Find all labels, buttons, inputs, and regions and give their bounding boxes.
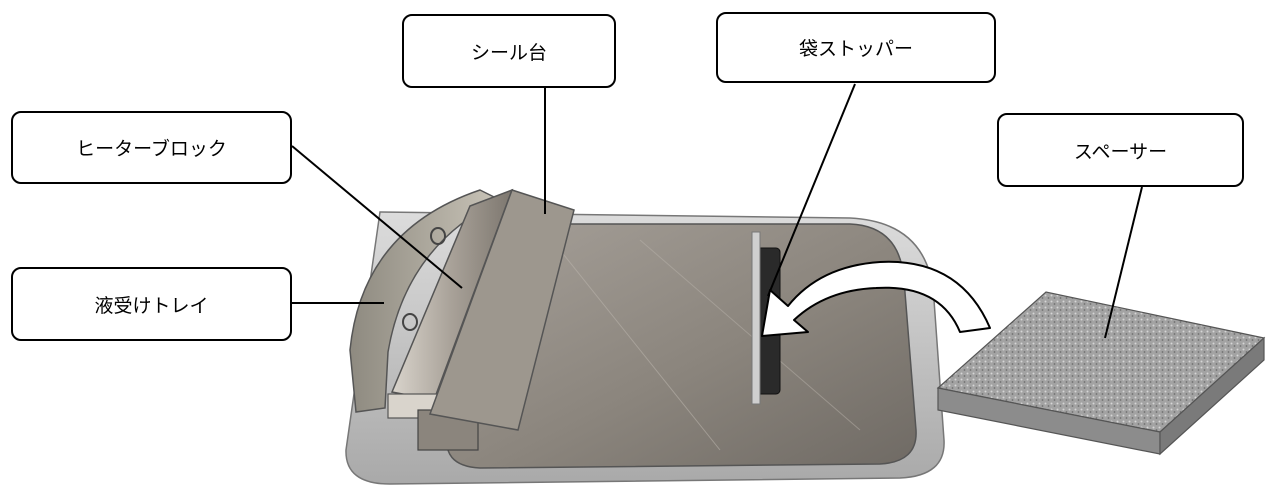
- seal-base-text: シール台: [470, 41, 547, 64]
- heater-block-text: ヒーターブロック: [76, 138, 227, 160]
- heater-block-label: ヒーターブロック: [11, 111, 292, 184]
- bag-stopper-label: 袋ストッパー: [716, 12, 996, 83]
- seal-base-label: シール台: [402, 14, 616, 88]
- spacer-label: スペーサー: [997, 113, 1244, 187]
- drip-tray-label: 液受けトレイ: [11, 267, 292, 341]
- spacer-text: スペーサー: [1073, 140, 1168, 163]
- leader-bag-stopper: [767, 83, 856, 297]
- drip-tray-text: 液受けトレイ: [94, 294, 209, 317]
- bag-stopper-text: 袋ストッパー: [798, 38, 913, 60]
- seal-base-part: [428, 189, 575, 431]
- leader-spacer: [1104, 186, 1143, 339]
- spacer-part: [936, 291, 1266, 456]
- leader-heater-block: [291, 145, 463, 289]
- seal-plate-surface: [446, 223, 917, 469]
